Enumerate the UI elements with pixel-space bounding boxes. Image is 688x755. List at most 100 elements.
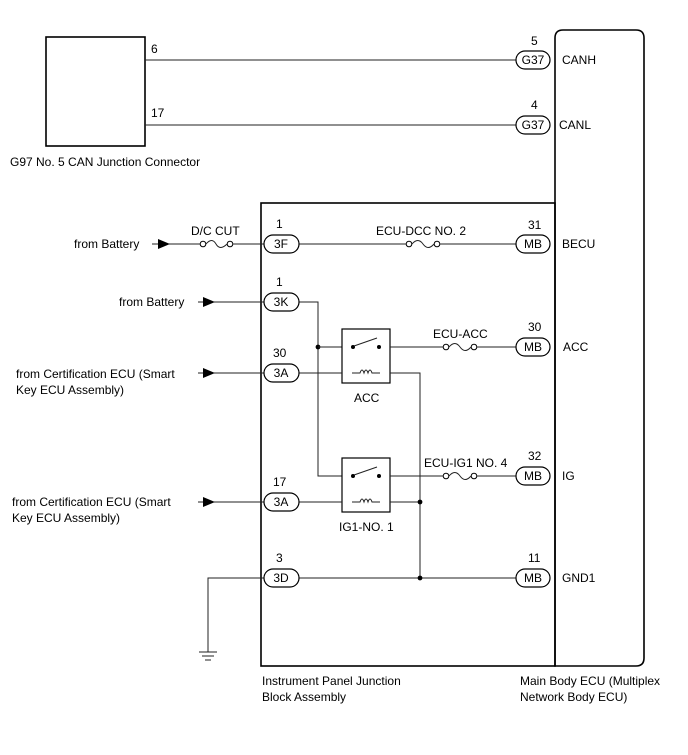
fuse-ecu-dcc-icon xyxy=(411,240,435,248)
main-body-ecu-label-2: Network Body ECU) xyxy=(520,690,627,704)
jb-3d-capsule xyxy=(263,568,300,588)
jb-3a-17-connector: 3A xyxy=(274,495,289,509)
terminal-ig-name: IG xyxy=(562,469,575,483)
relay-acc-contact-b xyxy=(377,345,381,349)
fuse-ecu-acc-label: ECU-ACC xyxy=(433,327,488,341)
fuse-dc-cut-icon xyxy=(205,240,228,248)
source-cert-1-line1: from Certification ECU (Smart xyxy=(16,367,175,381)
terminal-canl-connector: G37 xyxy=(522,118,545,132)
wire-ground-left xyxy=(207,577,264,652)
fuse-dc-cut-terminal-b xyxy=(226,240,234,248)
arrow-cert-1 xyxy=(203,368,215,378)
wire-3k-feed xyxy=(299,301,342,477)
junction-block-label-1: Instrument Panel Junction xyxy=(262,674,401,688)
arrow-battery-1 xyxy=(158,239,170,249)
jb-connector-3a-30: 30 3A xyxy=(263,346,300,383)
terminal-gnd1-connector: MB xyxy=(524,571,542,585)
arrow-battery-2 xyxy=(203,297,215,307)
relay-acc-coil-icon xyxy=(352,369,380,375)
terminal-acc-name: ACC xyxy=(563,340,589,354)
fuse-ecu-acc-icon xyxy=(448,343,472,351)
jb-3d-connector: 3D xyxy=(273,571,289,585)
fuse-ecu-dcc-terminal-b xyxy=(433,240,441,248)
junction-connector-label: G97 No. 5 CAN Junction Connector xyxy=(10,155,200,169)
source-cert-1-line2: Key ECU Assembly) xyxy=(16,383,124,397)
source-battery-1: from Battery xyxy=(74,237,139,251)
jb-connector-3k: 1 3K xyxy=(263,275,300,312)
junction-dot-ig1-coil xyxy=(417,499,423,505)
jb-3f-capsule xyxy=(263,234,300,254)
source-cert-2-line2: Key ECU Assembly) xyxy=(12,511,120,525)
jb-3a-30-pin: 30 xyxy=(273,346,287,360)
terminal-gnd1-capsule xyxy=(515,568,551,588)
pin-canh-junction: 6 xyxy=(151,42,158,56)
source-cert-2-line1: from Certification ECU (Smart xyxy=(12,495,171,509)
relay-ig1-contact-b xyxy=(377,474,381,478)
terminal-gnd1: 11 MB GND1 xyxy=(515,551,596,588)
jb-3d-pin: 3 xyxy=(276,551,283,565)
terminal-ig-capsule xyxy=(515,466,551,486)
relay-ig1-label: IG1-NO. 1 xyxy=(339,520,394,534)
main-body-ecu-box xyxy=(554,29,645,667)
fuse-ecu-ig1-label: ECU-IG1 NO. 4 xyxy=(424,456,508,470)
terminal-ig-pin: 32 xyxy=(528,449,542,463)
jb-3a-17-pin: 17 xyxy=(273,475,287,489)
jb-3k-capsule xyxy=(263,292,300,312)
terminal-canh-name: CANH xyxy=(562,53,596,67)
terminal-ig: 32 MB IG xyxy=(515,449,575,486)
arrow-cert-2 xyxy=(203,497,215,507)
terminal-becu-connector: MB xyxy=(524,237,542,251)
jb-connector-3f: 1 3F xyxy=(263,217,300,254)
terminal-canh-connector: G37 xyxy=(522,53,545,67)
pin-canl-junction: 17 xyxy=(151,106,165,120)
terminal-canl-name: CANL xyxy=(559,118,591,132)
main-body-ecu-label-1: Main Body ECU (Multiplex xyxy=(520,674,660,688)
terminal-becu: 31 MB BECU xyxy=(515,218,595,254)
jb-3k-connector: 3K xyxy=(274,295,289,309)
fuse-ecu-ig1-icon xyxy=(448,472,472,480)
terminal-gnd1-pin: 11 xyxy=(528,551,541,565)
relay-ig1-coil-icon xyxy=(352,498,380,504)
terminal-becu-capsule xyxy=(515,234,551,254)
fuse-dc-cut-label: D/C CUT xyxy=(191,224,240,238)
fuse-ecu-acc-terminal-b xyxy=(470,343,478,351)
terminal-canh-pin: 5 xyxy=(531,34,538,48)
terminal-canh-capsule xyxy=(515,50,551,70)
junction-connector-box xyxy=(45,36,146,147)
fuse-ecu-ig1-terminal-a xyxy=(442,472,450,480)
terminal-gnd1-name: GND1 xyxy=(562,571,596,585)
jb-3a-17-capsule xyxy=(263,492,300,512)
terminal-becu-pin: 31 xyxy=(528,218,542,232)
junction-dot-ground xyxy=(417,575,423,581)
source-battery-2: from Battery xyxy=(119,295,184,309)
terminal-acc-connector: MB xyxy=(524,340,542,354)
relay-ig1-box xyxy=(341,457,391,513)
jb-3a-30-connector: 3A xyxy=(274,366,289,380)
terminal-canl-pin: 4 xyxy=(531,98,538,112)
relay-acc-label: ACC xyxy=(354,391,380,405)
jb-connector-3a-17: 17 3A xyxy=(263,475,300,512)
terminal-acc-capsule xyxy=(515,337,551,357)
fuse-ecu-ig1-terminal-b xyxy=(470,472,478,480)
relay-acc-switch-icon xyxy=(353,337,378,347)
junction-block-box xyxy=(260,202,556,667)
terminal-becu-name: BECU xyxy=(562,237,595,251)
terminal-canl: 4 G37 CANL xyxy=(515,98,591,135)
jb-3a-30-capsule xyxy=(263,363,300,383)
fuse-dc-cut-terminal-a xyxy=(199,240,207,248)
fuse-ecu-dcc-terminal-a xyxy=(405,240,413,248)
terminal-acc: 30 MB ACC xyxy=(515,320,589,357)
jb-3k-pin: 1 xyxy=(276,275,283,289)
terminal-acc-pin: 30 xyxy=(528,320,542,334)
relay-acc-box xyxy=(341,328,391,384)
terminal-canh: 5 G37 CANH xyxy=(515,34,596,70)
wire-acc-coil-ground xyxy=(390,372,421,578)
jb-3f-pin: 1 xyxy=(276,217,283,231)
junction-block-label-2: Block Assembly xyxy=(262,690,346,704)
terminal-ig-connector: MB xyxy=(524,469,542,483)
fuse-ecu-acc-terminal-a xyxy=(442,343,450,351)
jb-3f-connector: 3F xyxy=(274,237,288,251)
relay-ig1-switch-icon xyxy=(353,466,378,476)
fuse-ecu-dcc-label: ECU-DCC NO. 2 xyxy=(376,224,466,238)
